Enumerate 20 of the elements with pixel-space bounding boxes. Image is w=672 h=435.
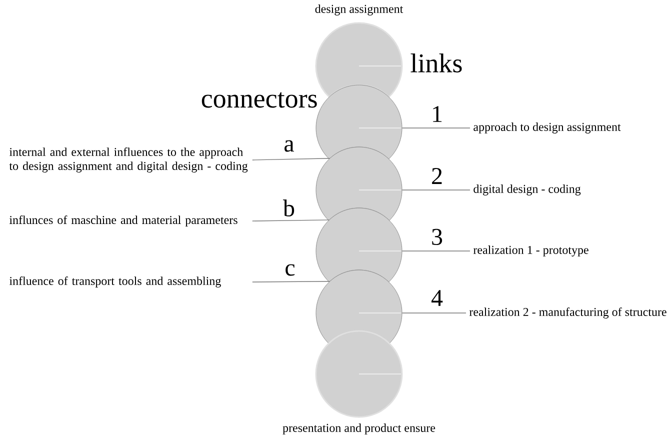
description-text: influnces of maschine and material parameters xyxy=(9,215,238,226)
description-text: realization 2 - manufacturing of structure xyxy=(469,307,666,318)
edge-label: 2 xyxy=(432,168,442,184)
edge-label: b xyxy=(283,200,294,216)
leader-line xyxy=(402,250,470,252)
description-text: realization 1 - prototype xyxy=(473,246,588,256)
edge-label: a xyxy=(284,140,294,152)
edge-label: 1 xyxy=(433,106,442,122)
description-text: approach to design assignment xyxy=(474,122,621,134)
heading-label: connectors xyxy=(202,92,317,108)
leader-line xyxy=(402,312,466,314)
edge-label: c xyxy=(286,264,295,276)
description-text: digital design - coding xyxy=(474,184,581,196)
description-text: internal and external influences to the approach to design assignment and digital design - coding xyxy=(9,147,248,172)
edge-label: 4 xyxy=(431,290,443,306)
circle-caption: presentation and product ensure xyxy=(282,424,436,434)
heading-label: links xyxy=(410,54,462,72)
edge-label: 3 xyxy=(432,228,442,246)
circle-caption: design assignment xyxy=(315,4,404,16)
description-text: influence of transport tools and assembling xyxy=(9,276,221,288)
